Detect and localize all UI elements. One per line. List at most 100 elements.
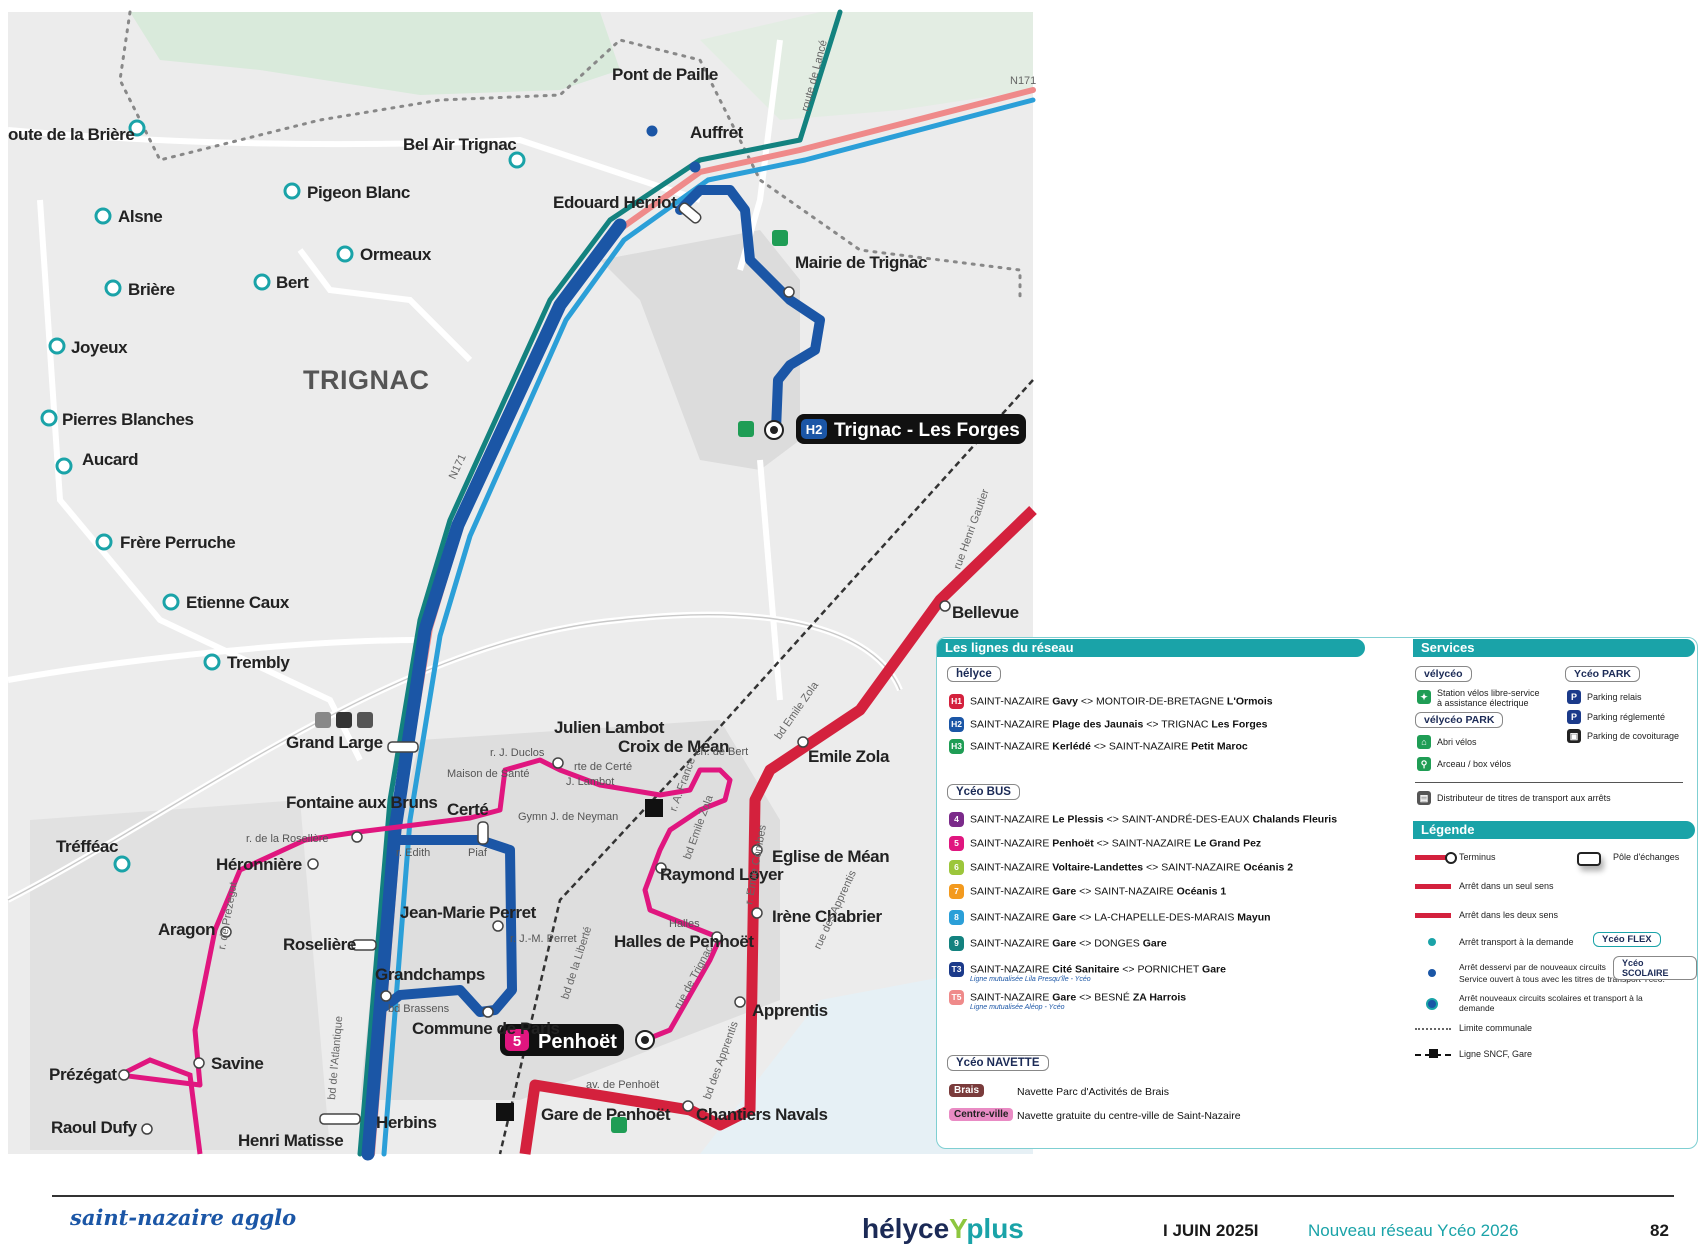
brand-yceo-navette: Ycéo NAVETTE (947, 1055, 1049, 1071)
line-badge: 6 (949, 860, 964, 875)
urban-block (600, 230, 800, 470)
line-row: 6 SAINT-NAZAIRE Voltaire-Landettes <> SAI… (949, 860, 1293, 875)
line-5 (119, 757, 733, 1088)
stop-label: Halles de Penhoët (614, 932, 754, 951)
street-label: Gymn J. de Neyman (518, 811, 618, 823)
stop-label: Alsne (118, 207, 162, 226)
navette-brais-text: Navette Parc d'Activités de Brais (1017, 1086, 1169, 1098)
town-label: TRIGNAC (303, 365, 430, 395)
stop-label: Tréfféac (56, 837, 118, 856)
line-badge: H3 (949, 739, 964, 754)
logo-plus-text: plus (966, 1213, 1024, 1244)
stop-labels: Pont de Paille Auffret oute de la Brière… (8, 65, 1019, 1150)
line-text: SAINT-NAZAIRE (970, 813, 1053, 826)
line-text: <> PORNICHET (1119, 963, 1203, 976)
covoiturage-icon: ▣ (1567, 729, 1581, 743)
stop-label: Joyeux (71, 338, 128, 357)
line-h2-loop (377, 835, 517, 1017)
bike-station-icon: ✦ (1417, 690, 1431, 704)
divider (1415, 782, 1683, 783)
navette-centre-badge: Centre-ville (949, 1108, 1014, 1121)
road-edges (7, 614, 901, 901)
one-way-swatch (1415, 884, 1451, 889)
stop-label: Prézégat (49, 1065, 117, 1084)
brand-velyceo-park: vélycéo PARK (1415, 712, 1504, 728)
new-circuit-dot (1428, 969, 1436, 977)
brand-yceo-scolaire: Ycéo SCOLAIRE (1613, 956, 1697, 980)
line-text: Océanis 2 (1243, 861, 1294, 874)
line-text: SAINT-NAZAIRE (970, 861, 1053, 874)
stop-label: Chantiers Navals (696, 1105, 828, 1124)
logo-y-icon: Y (949, 1213, 967, 1244)
line-h1 (519, 506, 1037, 1155)
legend-scolaires: Arrêt nouveaux circuits scolaires et tra… (1459, 993, 1643, 1013)
legend-nouveaux2: Service ouvert à tous avec les titres de… (1459, 974, 1665, 984)
line-text: Océanis 1 (1176, 885, 1227, 898)
stop-label: Auffret (690, 123, 744, 142)
line-text: Gare (1052, 991, 1077, 1004)
stop-label: Certé (447, 800, 488, 819)
tad-dot (1428, 938, 1436, 946)
line-text: SAINT-NAZAIRE (970, 885, 1053, 898)
legend-terminus: Terminus (1459, 852, 1496, 862)
stop-label: Brière (128, 280, 175, 299)
brand-velyceo: vélycéo (1415, 666, 1472, 682)
line-text: Petit Maroc (1191, 740, 1248, 753)
street-label: r. de la Rosellère (246, 833, 329, 845)
legend-services-header: Services (1413, 639, 1695, 657)
bike-shelter-icon: ⌂ (1417, 735, 1431, 749)
line-text: Gare (1052, 885, 1077, 898)
pole-swatch (1577, 852, 1601, 866)
line-text: SAINT-NAZAIRE (970, 837, 1053, 850)
park-area-2 (700, 12, 1033, 120)
stop-label: oute de la Brière (8, 125, 134, 144)
line-text: Voltaire-Landettes (1052, 861, 1144, 874)
stop-label: Raymond Loyer (660, 865, 784, 884)
parking-icon: P (1567, 710, 1581, 724)
street-label: r. J. Duclos (490, 747, 545, 759)
terminus-5-dot (641, 1036, 649, 1044)
sncf-station (645, 799, 663, 817)
legend-un-sens: Arrêt dans un seul sens (1459, 881, 1554, 891)
line-text: Chalands Fleuris (1252, 813, 1338, 826)
line-badge: 7 (949, 884, 964, 899)
street-label: ch. de Bert (695, 746, 748, 758)
station-swatch (1429, 1049, 1438, 1058)
stop-label: Pierres Blanches (62, 410, 194, 429)
stop-label: Eglise de Méan (772, 847, 889, 866)
service-arceau: Arceau / box vélos (1437, 759, 1512, 769)
line-text: <> BESNÉ (1076, 991, 1133, 1004)
stop-label: Savine (211, 1054, 263, 1073)
street-label: J. Lambot (566, 776, 614, 788)
line-badge: T3 (949, 962, 964, 977)
terminus-swatch (1415, 855, 1451, 860)
stop-label: Jean-Marie Perret (400, 903, 537, 922)
line-text: <> SAINT-NAZAIRE (1143, 861, 1244, 874)
brand-helyce: hélyce (947, 666, 1001, 682)
ticket-machine-icon: ▤ (1417, 791, 1431, 805)
line-note: Ligne mutualisée Lila Presqu'île - Ycéo (970, 976, 1091, 983)
service-reglemente: Parking réglementé (1587, 712, 1666, 722)
brand-yceo-bus: Ycéo BUS (947, 784, 1020, 800)
street-label: Halles (669, 918, 700, 930)
communal-limit (118, 10, 1022, 302)
limit-swatch (1415, 1028, 1451, 1030)
scolaire-dot (1426, 998, 1438, 1010)
line-text: <> LA-CHAPELLE-DES-MARAIS (1076, 911, 1238, 924)
legend-lines-header: Les lignes du réseau (937, 639, 1365, 657)
footer-title: Nouveau réseau Ycéo 2026 (1308, 1221, 1519, 1240)
stop-label: Grand Large (286, 733, 383, 752)
street-label: Piaf (468, 847, 488, 859)
bike-icon (772, 230, 788, 246)
street-label: r. J.-M. Perret (510, 933, 577, 945)
line-text: <> TRIGNAC (1143, 718, 1212, 731)
line-text: Gare (1202, 963, 1226, 976)
terminus-swatch-dot (1445, 852, 1457, 864)
street-label: rte de Certé (574, 761, 632, 773)
